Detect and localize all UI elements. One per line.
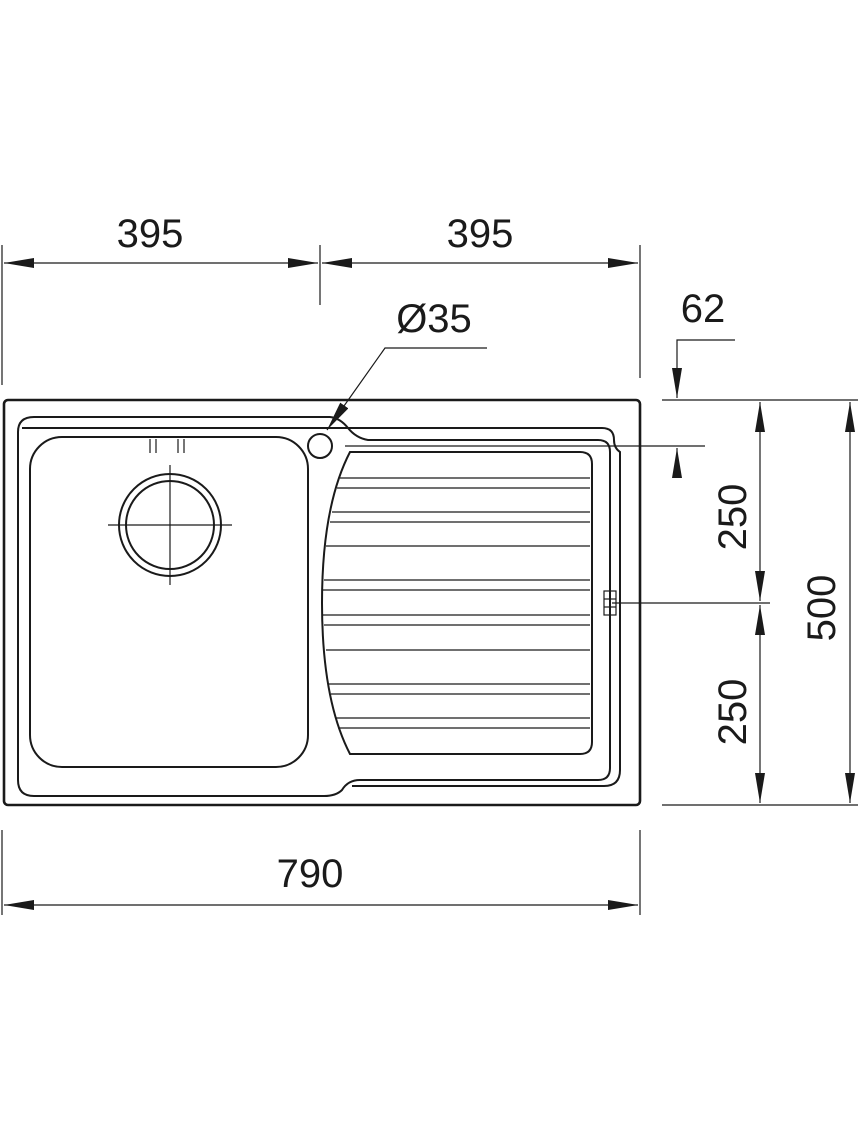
label-total-width: 790 [277, 852, 344, 896]
label-upper-depth: 250 [711, 484, 755, 551]
label-left-395: 395 [117, 212, 184, 256]
sink-body [2, 398, 642, 807]
label-total-depth: 500 [800, 575, 844, 642]
side-bracket [603, 590, 617, 616]
sink-bowl [29, 436, 309, 768]
sink-deck-rim [17, 416, 611, 797]
sink-outer-edge [2, 398, 642, 807]
dimension-labels: 395 395 Ø35 62 790 250 250 500 [117, 212, 844, 896]
sink-rim-outer-flange [22, 427, 621, 787]
label-taphole-offset: 62 [681, 287, 726, 331]
overflow-slots [149, 439, 185, 453]
extension-lines [1, 245, 858, 915]
label-taphole-diameter: Ø35 [396, 297, 472, 341]
tap-hole [307, 433, 333, 459]
drainer-board [320, 451, 593, 755]
drainer-ribs [323, 477, 590, 729]
dim-line-62-top [672, 339, 735, 398]
dimension-lines [4, 258, 855, 910]
label-right-395: 395 [447, 212, 514, 256]
leader-taphole [326, 347, 487, 431]
label-lower-depth: 250 [711, 679, 755, 746]
